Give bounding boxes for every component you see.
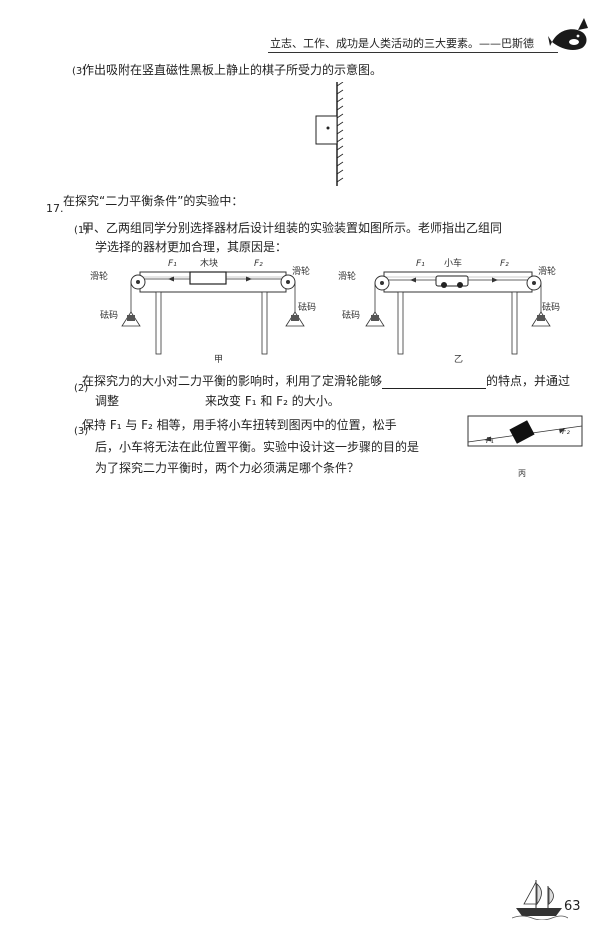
jia-f1-label: F₁: [168, 259, 177, 269]
q17-number: 17.: [46, 202, 64, 215]
q17-p2-line1-b: 的特点，并通过: [486, 374, 571, 388]
q17-p2-line2-a: 调整: [95, 394, 120, 408]
q17-p3-line2: 后，小车将无法在此位置平衡。实验中设计这一步骤的目的是: [95, 440, 420, 454]
cart-body: [435, 275, 469, 287]
chess-piece: [315, 115, 338, 145]
answer-blank-1[interactable]: [382, 376, 487, 389]
jia-caption: 甲: [214, 354, 223, 364]
q17-p2-number: (2): [74, 383, 89, 394]
header-rule: [268, 52, 558, 53]
jia-weight-right-label: 砝码: [298, 301, 316, 313]
jia-pulley-right-label: 滑轮: [292, 265, 310, 277]
yi-weight-right-label: 砝码: [542, 301, 560, 313]
bing-f1-label: F₁: [486, 436, 494, 445]
rotated-cart: [509, 420, 535, 444]
yi-weight-left-label: 砝码: [342, 309, 360, 321]
q17-p3-number: (3): [74, 426, 89, 437]
q17-p3-line1: 保持 F₁ 与 F₂ 相等，用手将小车扭转到图丙中的位置，松手: [82, 418, 397, 432]
q17-p1-number: (1): [74, 225, 89, 236]
q17-p2-line2-b: 来改变 F₁ 和 F₂ 的大小。: [205, 394, 340, 408]
q17-p1-line1: 甲、乙两组同学分别选择器材后设计组装的实验装置如图所示。老师指出乙组同: [82, 221, 503, 235]
jia-block-label: 木块: [200, 257, 218, 269]
wood-block: [189, 271, 227, 285]
q17-p3-line3: 为了探究二力平衡时，两个力必须满足哪个条件？: [95, 461, 360, 475]
figure-yi: 小车 F₁ F₂ 滑轮 滑轮 砝码 砝码 乙: [338, 257, 560, 364]
jia-weight-left-label: 砝码: [100, 309, 118, 321]
q17-p2-line2: 调整 来改变 F₁ 和 F₂ 的大小。: [95, 393, 340, 409]
sailing-ship-icon: [512, 880, 568, 920]
bing-f2-label: F₂: [562, 427, 571, 436]
yi-caption: 乙: [454, 354, 463, 364]
q17-p1-line2: 学选择的器材更加合理，其原因是：: [95, 240, 288, 254]
jia-pulley-left-label: 滑轮: [90, 270, 108, 282]
yi-f1-label: F₁: [416, 259, 425, 269]
bing-caption: 丙: [518, 469, 526, 478]
page-number: 63: [564, 899, 581, 914]
q17-p2-line1-a: 在探究力的大小对二力平衡的影响时，利用了定滑轮能够: [82, 374, 383, 388]
yi-pulley-right-label: 滑轮: [538, 265, 556, 277]
q3-top-text: 作出吸附在竖直磁性黑板上静止的棋子所受力的示意图。: [82, 63, 383, 77]
yi-cart-label: 小车: [444, 257, 462, 269]
q3-top-number: (3): [72, 66, 87, 77]
figure-jia: 木块 F₁ F₂ 滑轮 滑轮 砝码 砝码 甲: [90, 257, 316, 364]
jia-f2-label: F₂: [254, 259, 263, 269]
magnetic-board-figure: [315, 82, 344, 186]
header-quote: 立志、工作、成功是人类活动的三大要素。——巴斯德: [270, 37, 534, 50]
q17-title: 在探究“二力平衡条件”的实验中：: [63, 194, 244, 208]
q17-p2-line1: 在探究力的大小对二力平衡的影响时，利用了定滑轮能够 的特点，并通过: [82, 373, 570, 389]
whale-logo-icon: [548, 18, 588, 50]
yi-pulley-left-label: 滑轮: [338, 270, 356, 282]
yi-f2-label: F₂: [500, 259, 509, 269]
figure-bing: F₁ F₂ 丙: [467, 415, 583, 478]
